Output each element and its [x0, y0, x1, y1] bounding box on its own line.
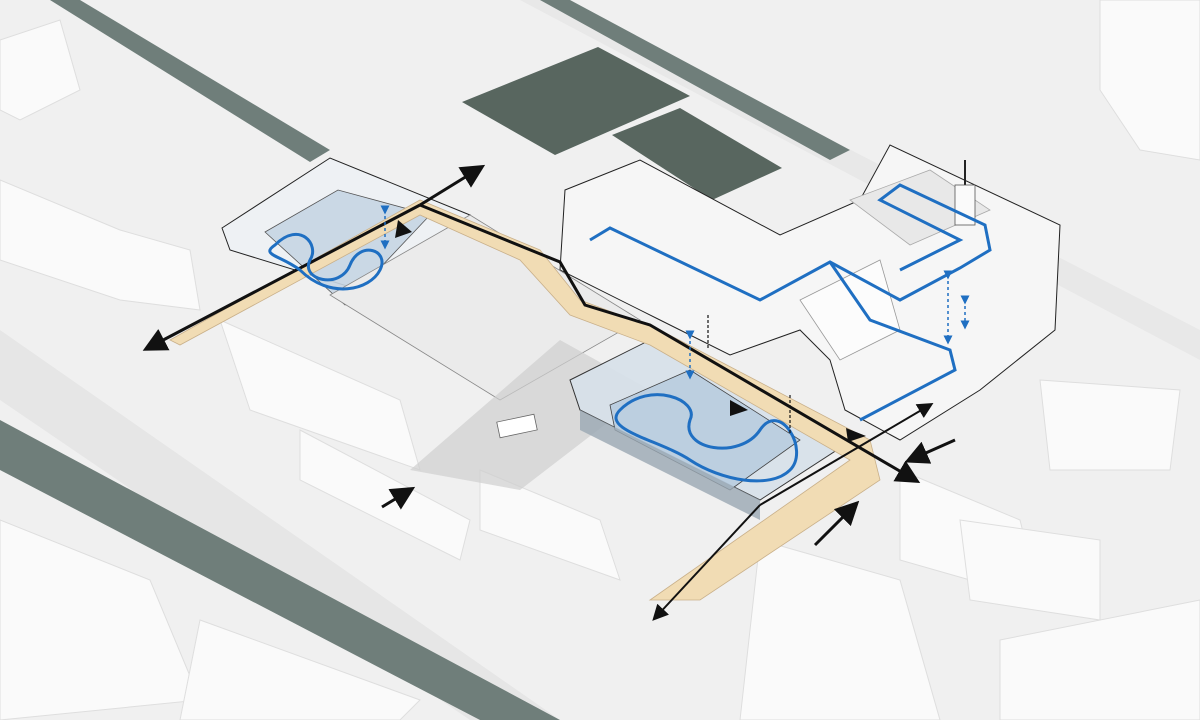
building-route-south — [828, 261, 957, 422]
route-path — [169, 199, 881, 601]
pond — [612, 108, 782, 200]
building-route — [589, 183, 992, 302]
truck — [496, 413, 538, 439]
pond — [462, 47, 690, 155]
west-loop — [268, 232, 384, 291]
west-exit-arrow — [142, 203, 421, 351]
main-axis-arrow — [419, 203, 921, 484]
direction-marker — [730, 400, 748, 416]
entry-arrow-south — [813, 500, 860, 547]
main-building — [559, 144, 1061, 441]
movement-arrows — [142, 164, 956, 621]
canal-northeast — [540, 0, 850, 160]
direction-marker — [846, 428, 866, 442]
street — [0, 330, 560, 720]
south-arrow — [652, 504, 761, 621]
canal — [0, 420, 560, 720]
vertical-circulation — [380, 205, 970, 380]
tower — [954, 184, 976, 226]
canal-north — [50, 0, 330, 162]
east-pavilion — [569, 334, 862, 520]
direction-marker — [395, 220, 412, 238]
east-arrow — [759, 402, 934, 506]
north-arrow — [419, 164, 486, 207]
entry-arrow-east — [904, 438, 956, 464]
level-markers — [707, 315, 791, 435]
entry-arrow-west — [381, 486, 416, 510]
